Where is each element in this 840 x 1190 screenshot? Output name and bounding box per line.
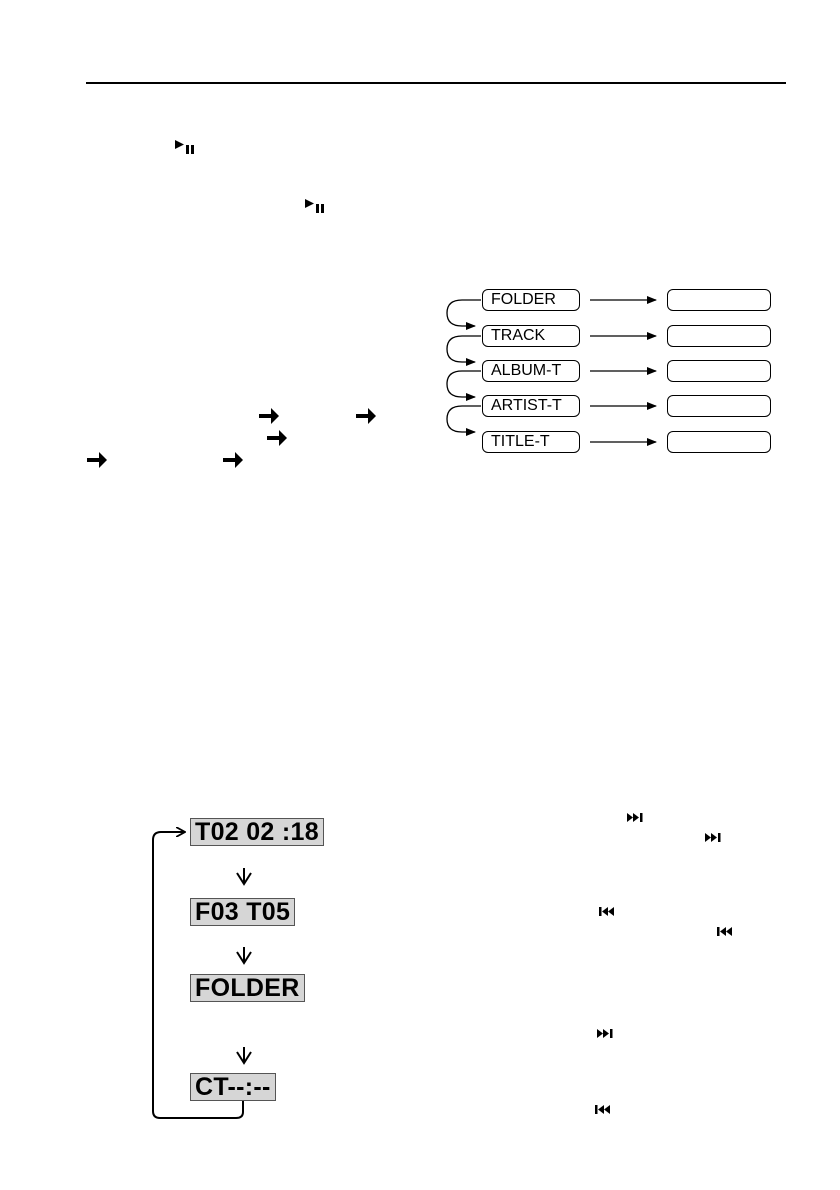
mode-label-song-title: TITLE-T [482, 431, 580, 453]
down-arrow-icon [236, 1047, 252, 1065]
header-rule [86, 82, 786, 84]
mode-display-box [667, 395, 771, 417]
lcd-screen-folder-name: FOLDER [190, 974, 305, 1002]
lcd-screen-clock: CT--:-- [190, 1073, 276, 1101]
next-track-icon [597, 1029, 613, 1038]
previous-track-icon [595, 1105, 610, 1114]
play-pause-icon [305, 199, 324, 213]
mode-chart-connectors [446, 296, 657, 446]
next-track-icon [705, 833, 721, 842]
right-arrow-icon [356, 408, 376, 424]
mode-display-box [667, 431, 771, 453]
mode-display-box [667, 289, 771, 311]
mode-display-box [667, 360, 771, 382]
right-arrow-icon [223, 452, 243, 468]
next-track-icon [627, 813, 643, 822]
right-arrow-icon [259, 408, 279, 424]
mode-label-artist-title: ARTIST-T [482, 395, 580, 417]
right-arrow-icon [87, 452, 107, 468]
lcd-screen-time: T02 02 :18 [190, 818, 324, 846]
lcd-screen-folder-track: F03 T05 [190, 898, 296, 926]
mode-label-folder: FOLDER [482, 289, 580, 311]
mode-display-box [667, 325, 771, 347]
display-cycle-connectors [152, 805, 244, 1119]
previous-track-icon [717, 927, 732, 936]
mode-label-album-title: ALBUM-T [482, 360, 580, 382]
mode-label-track: TRACK [482, 325, 580, 347]
play-pause-icon [175, 140, 194, 154]
down-arrow-icon [236, 947, 252, 965]
down-arrow-icon [236, 868, 252, 886]
previous-track-icon [599, 907, 614, 916]
right-arrow-icon [267, 430, 287, 446]
